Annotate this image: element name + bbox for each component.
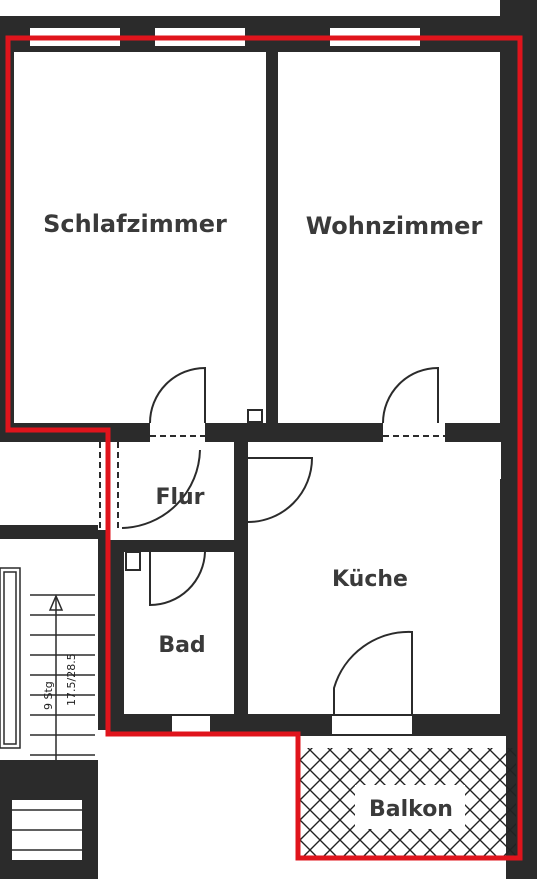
balcony-area: [300, 748, 516, 858]
room-label-schlafzimmer: Schlafzimmer: [43, 210, 227, 238]
room-label-balkon: Balkon: [369, 797, 453, 822]
interior-walls: [0, 52, 514, 736]
room-fills: [14, 55, 500, 716]
room-label-kueche: Küche: [332, 567, 408, 592]
room-label-flur: Flur: [155, 485, 204, 510]
duct-shafts: [125, 409, 263, 571]
staircase: [0, 442, 98, 879]
doors: [99, 366, 445, 714]
stair-dimensions-label: 17.5/28.5: [65, 653, 78, 706]
room-label-bad: Bad: [158, 633, 205, 658]
room-label-wohnzimmer: Wohnzimmer: [306, 212, 483, 240]
apartment-outline: [5, 35, 523, 861]
stair-steps-label: 9 Stg: [42, 681, 55, 710]
